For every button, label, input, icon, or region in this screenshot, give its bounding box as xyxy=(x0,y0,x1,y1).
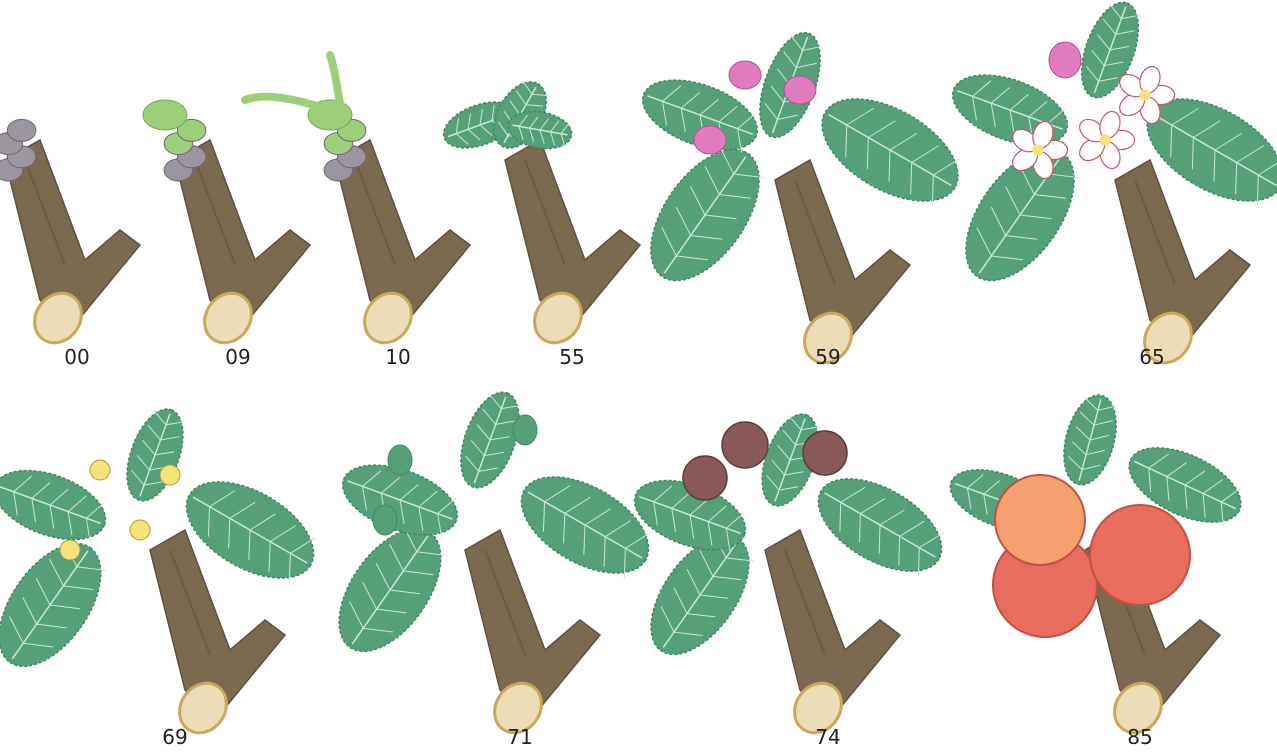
leaf xyxy=(1055,389,1125,490)
apple xyxy=(1090,505,1190,605)
stage-code-label: 85 xyxy=(1127,725,1152,749)
apple xyxy=(995,475,1085,565)
